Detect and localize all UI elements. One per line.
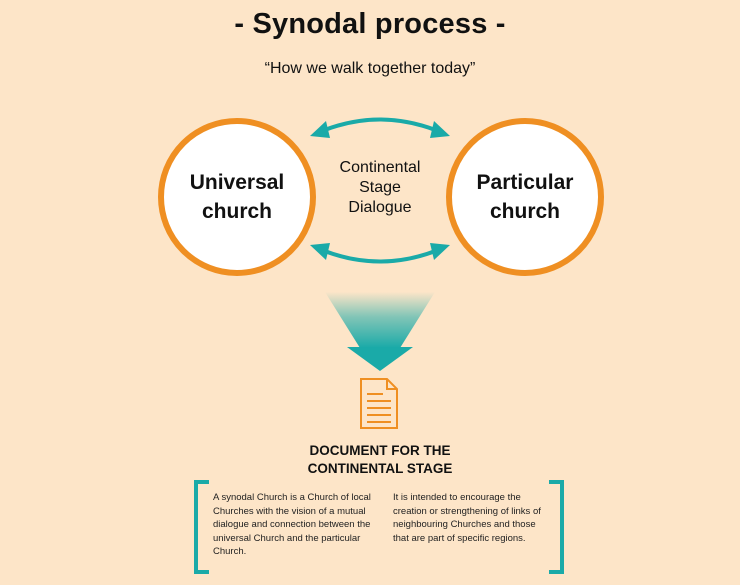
particular-church-label-line1: Particular: [476, 171, 574, 194]
universal-church-label-line2: church: [201, 200, 272, 223]
continental-stage-dialogue-label: Continental Stage Dialogue: [320, 158, 440, 218]
center-label-line2: Stage: [359, 179, 401, 196]
particular-church-circle: Particular church: [446, 118, 604, 276]
bottom-double-arrow: [310, 243, 450, 264]
funnel-down-arrow: [325, 292, 435, 371]
document-title: DOCUMENT FOR THE CONTINENTAL STAGE: [0, 442, 740, 478]
center-label-line3: Dialogue: [348, 199, 412, 216]
document-title-line2: CONTINENTAL STAGE: [307, 461, 453, 476]
left-description: A synodal Church is a Church of local Ch…: [213, 492, 371, 557]
universal-church-label-line1: Universal: [189, 171, 285, 194]
diagram-title: - Synodal process -: [234, 8, 506, 40]
top-double-arrow: [310, 117, 450, 138]
center-label-line1: Continental: [339, 159, 421, 176]
right-description: It is intended to encourage the creation…: [393, 492, 541, 544]
diagram-subtitle: “How we walk together today”: [264, 60, 476, 77]
left-bracket: [194, 480, 209, 574]
document-title-line1: DOCUMENT FOR THE: [309, 443, 451, 458]
universal-church-circle: Universal church: [158, 118, 316, 276]
document-icon: [360, 378, 398, 429]
particular-church-label-line2: church: [489, 200, 560, 223]
right-bracket: [549, 480, 564, 574]
